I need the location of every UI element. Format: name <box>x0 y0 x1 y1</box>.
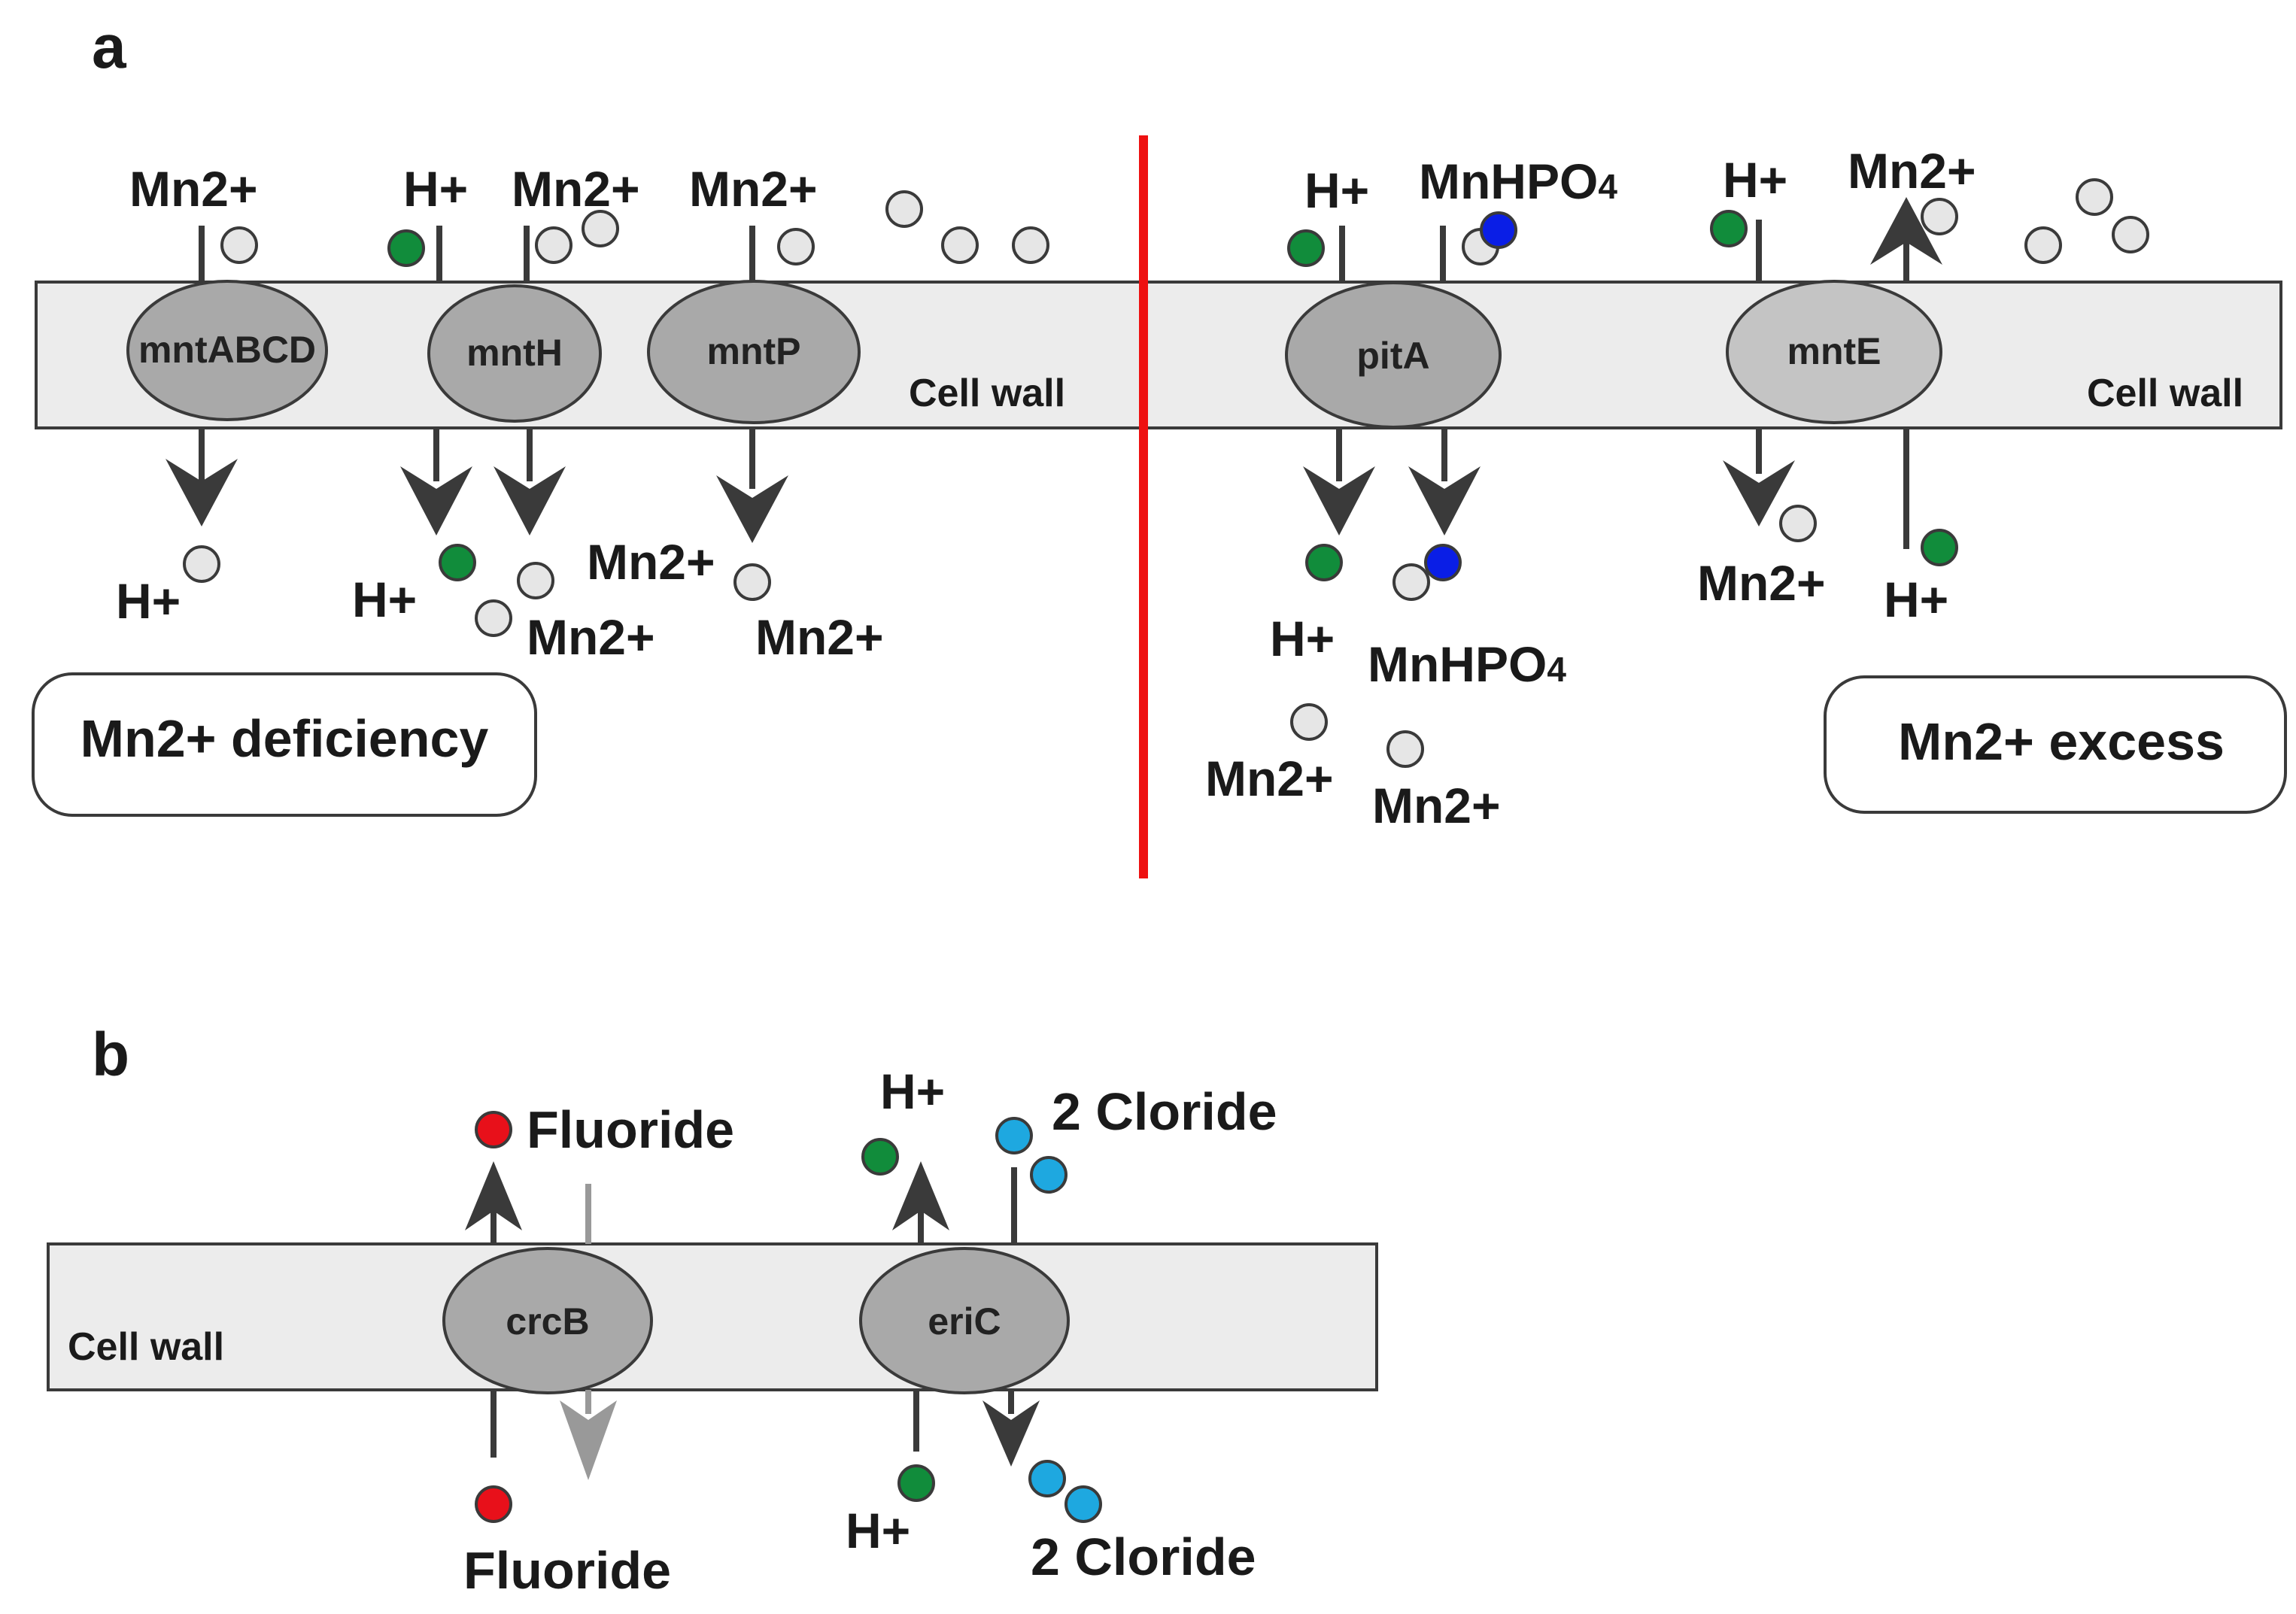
mn-ion <box>535 226 572 264</box>
mn-ion <box>1779 505 1817 542</box>
cell-wall-label-b: Cell wall <box>68 1325 224 1369</box>
mn-ion <box>517 562 554 599</box>
mn-ion <box>2024 226 2062 264</box>
ion-label-chloride-top: 2 Cloride <box>1052 1082 1277 1141</box>
ion-label-h-6: H+ <box>1723 152 1787 208</box>
fluoride-ion <box>475 1485 512 1523</box>
transporter-pita: pitA <box>1285 226 1502 535</box>
mn-ion <box>475 599 512 637</box>
mn-ion <box>1392 563 1430 601</box>
ion-label-mn-7: Mn2+ <box>1205 751 1334 806</box>
ion-label-mn-2: Mn2+ <box>512 161 640 217</box>
ion-label-mnhpo4-top: MnHPO4 <box>1419 153 1617 209</box>
ion-label-mn-5: Mn2+ <box>587 534 715 590</box>
chloride-ion <box>1030 1156 1068 1194</box>
mn-ion <box>885 190 923 228</box>
mn-ion <box>582 210 619 247</box>
ion-label-h-3: H+ <box>352 572 417 627</box>
transporter-mnth: mntH <box>400 226 602 535</box>
transporter-crcb: crcB <box>442 1161 653 1480</box>
mn-ion <box>777 228 815 265</box>
ion-label-mn-3: Mn2+ <box>527 609 655 665</box>
fluoride-ion <box>475 1111 512 1148</box>
chloride-ion <box>995 1117 1033 1154</box>
phosphate-ion <box>1424 544 1462 581</box>
protein-mntabcd <box>126 280 328 421</box>
protein-crcb-label: crcB <box>506 1300 589 1342</box>
mn-ion <box>183 545 220 583</box>
mn-ion <box>733 563 771 601</box>
membrane-a <box>35 281 2282 429</box>
proton <box>1710 210 1748 247</box>
protein-mntp-label: mntP <box>707 330 801 372</box>
protein-pita-label: pitA <box>1356 335 1429 377</box>
ion-label-h-b-bottom: H+ <box>846 1503 910 1558</box>
ion-label-mn-1: Mn2+ <box>129 161 258 217</box>
transporter-mntp: mntP <box>647 226 861 543</box>
mn-ion <box>1012 226 1049 264</box>
ion-label-mn-10: Mn2+ <box>1697 555 1826 611</box>
ion-label-fluoride-bottom: Fluoride <box>463 1541 671 1600</box>
protein-mntabcd-label: mntABCD <box>138 329 316 371</box>
ion-label-mn-9: Mn2+ <box>1848 143 1976 199</box>
protein-eric <box>859 1247 1070 1394</box>
ion-label-mn-4: Mn2+ <box>689 161 818 217</box>
mn-ion <box>2076 178 2113 216</box>
panel-b-label: b <box>92 1021 129 1089</box>
chloride-ion <box>1064 1485 1102 1523</box>
proton <box>1287 229 1325 267</box>
condition-excess-label: Mn2+ excess <box>1898 712 2225 771</box>
protein-mnte-label: mntE <box>1787 330 1881 372</box>
membrane-b <box>47 1242 1378 1391</box>
cell-wall-label-right: Cell wall <box>2087 372 2243 415</box>
ion-label-mn-6: Mn2+ <box>755 609 884 665</box>
ion-label-h-4: H+ <box>1304 162 1369 218</box>
protein-mnth <box>427 284 602 423</box>
proton <box>1921 529 1958 566</box>
mn-ion <box>2112 216 2149 253</box>
ion-label-mn-8: Mn2+ <box>1372 778 1501 833</box>
cell-wall-label-left: Cell wall <box>909 372 1065 415</box>
proton <box>387 229 425 267</box>
panel-a: a Cell wall Cell wall mntABCD Mn2+ H+ <box>32 13 2287 878</box>
protein-mntp <box>647 280 861 424</box>
mn-ion <box>1386 730 1424 768</box>
protein-mnth-label: mntH <box>466 332 563 374</box>
phosphate-ion <box>1480 211 1517 249</box>
chloride-ion <box>1028 1460 1066 1497</box>
condition-deficiency-label: Mn2+ deficiency <box>80 709 489 768</box>
protein-eric-label: eriC <box>928 1300 1001 1342</box>
mn-ion <box>1921 198 1958 235</box>
ion-label-h-7: H+ <box>1884 572 1948 627</box>
proton <box>439 544 476 581</box>
protein-crcb <box>442 1247 653 1394</box>
protein-pita <box>1285 281 1502 429</box>
panel-b: b Cell wall crcB Fluoride Fluoride <box>47 1021 1378 1600</box>
condition-deficiency: Mn2+ deficiency <box>32 672 537 817</box>
transporter-mnte: mntE <box>1723 197 1942 549</box>
proton <box>861 1138 899 1176</box>
ion-label-fluoride-top: Fluoride <box>527 1100 734 1159</box>
ion-label-chloride-bottom: 2 Cloride <box>1031 1528 1256 1586</box>
mn-ion <box>220 226 258 264</box>
transporter-eric: eriC <box>859 1161 1070 1467</box>
transporter-mntabcd: mntABCD <box>126 226 328 526</box>
proton <box>897 1464 935 1502</box>
mn-ion <box>941 226 979 264</box>
proton <box>1305 544 1343 581</box>
mn-ion <box>1290 703 1328 741</box>
protein-mnte <box>1726 280 1942 424</box>
ion-label-h-b-top: H+ <box>880 1063 945 1119</box>
ion-label-h-1: H+ <box>116 573 181 629</box>
condition-excess: Mn2+ excess <box>1824 675 2287 814</box>
ion-label-mnhpo4-bottom: MnHPO4 <box>1368 636 1566 692</box>
ion-label-h-5: H+ <box>1270 611 1335 666</box>
ion-label-h-2: H+ <box>403 161 468 217</box>
panel-a-label: a <box>92 13 127 81</box>
